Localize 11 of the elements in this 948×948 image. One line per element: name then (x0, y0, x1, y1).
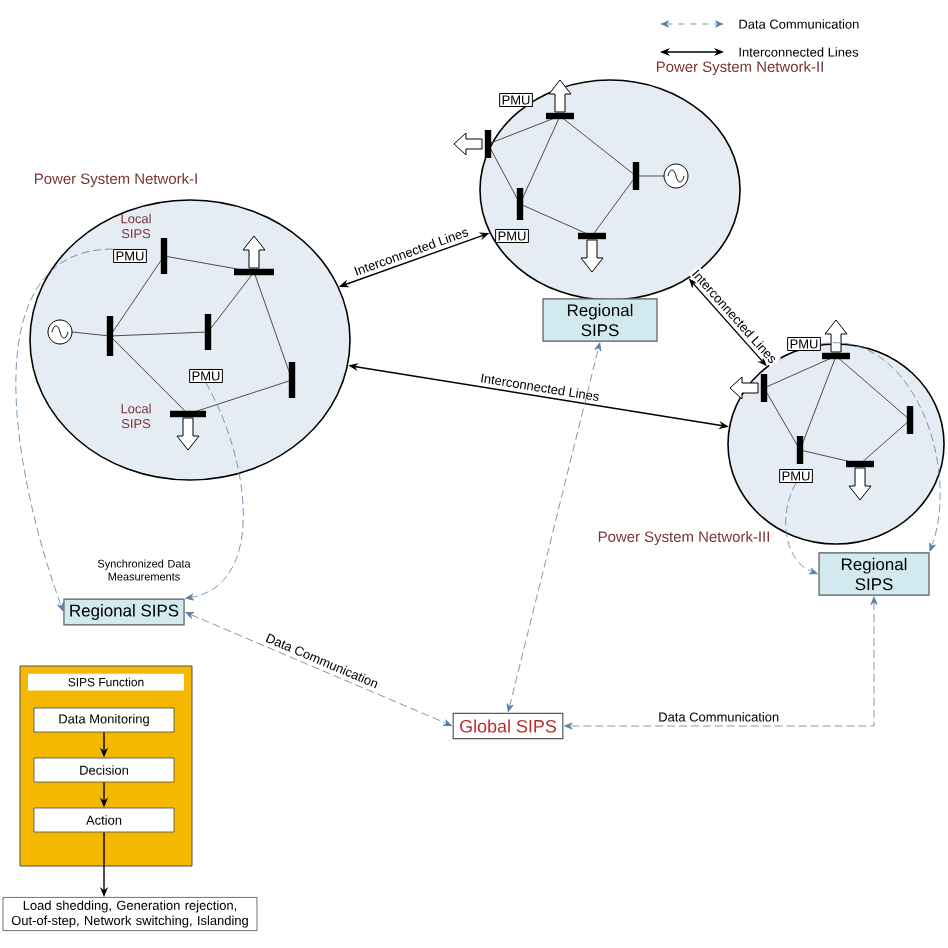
regional-box: Regional SIPS (818, 552, 930, 596)
arrow (185, 612, 452, 726)
arrow (506, 342, 602, 713)
arrow (15, 248, 114, 612)
arrow (820, 342, 941, 552)
regional-box: Regional SIPS (63, 598, 185, 626)
arrow (785, 482, 818, 575)
arrow (185, 382, 244, 601)
regional-box: Regional SIPS (542, 298, 658, 342)
arrow (564, 596, 878, 730)
global-box: Global SIPS (452, 712, 564, 740)
